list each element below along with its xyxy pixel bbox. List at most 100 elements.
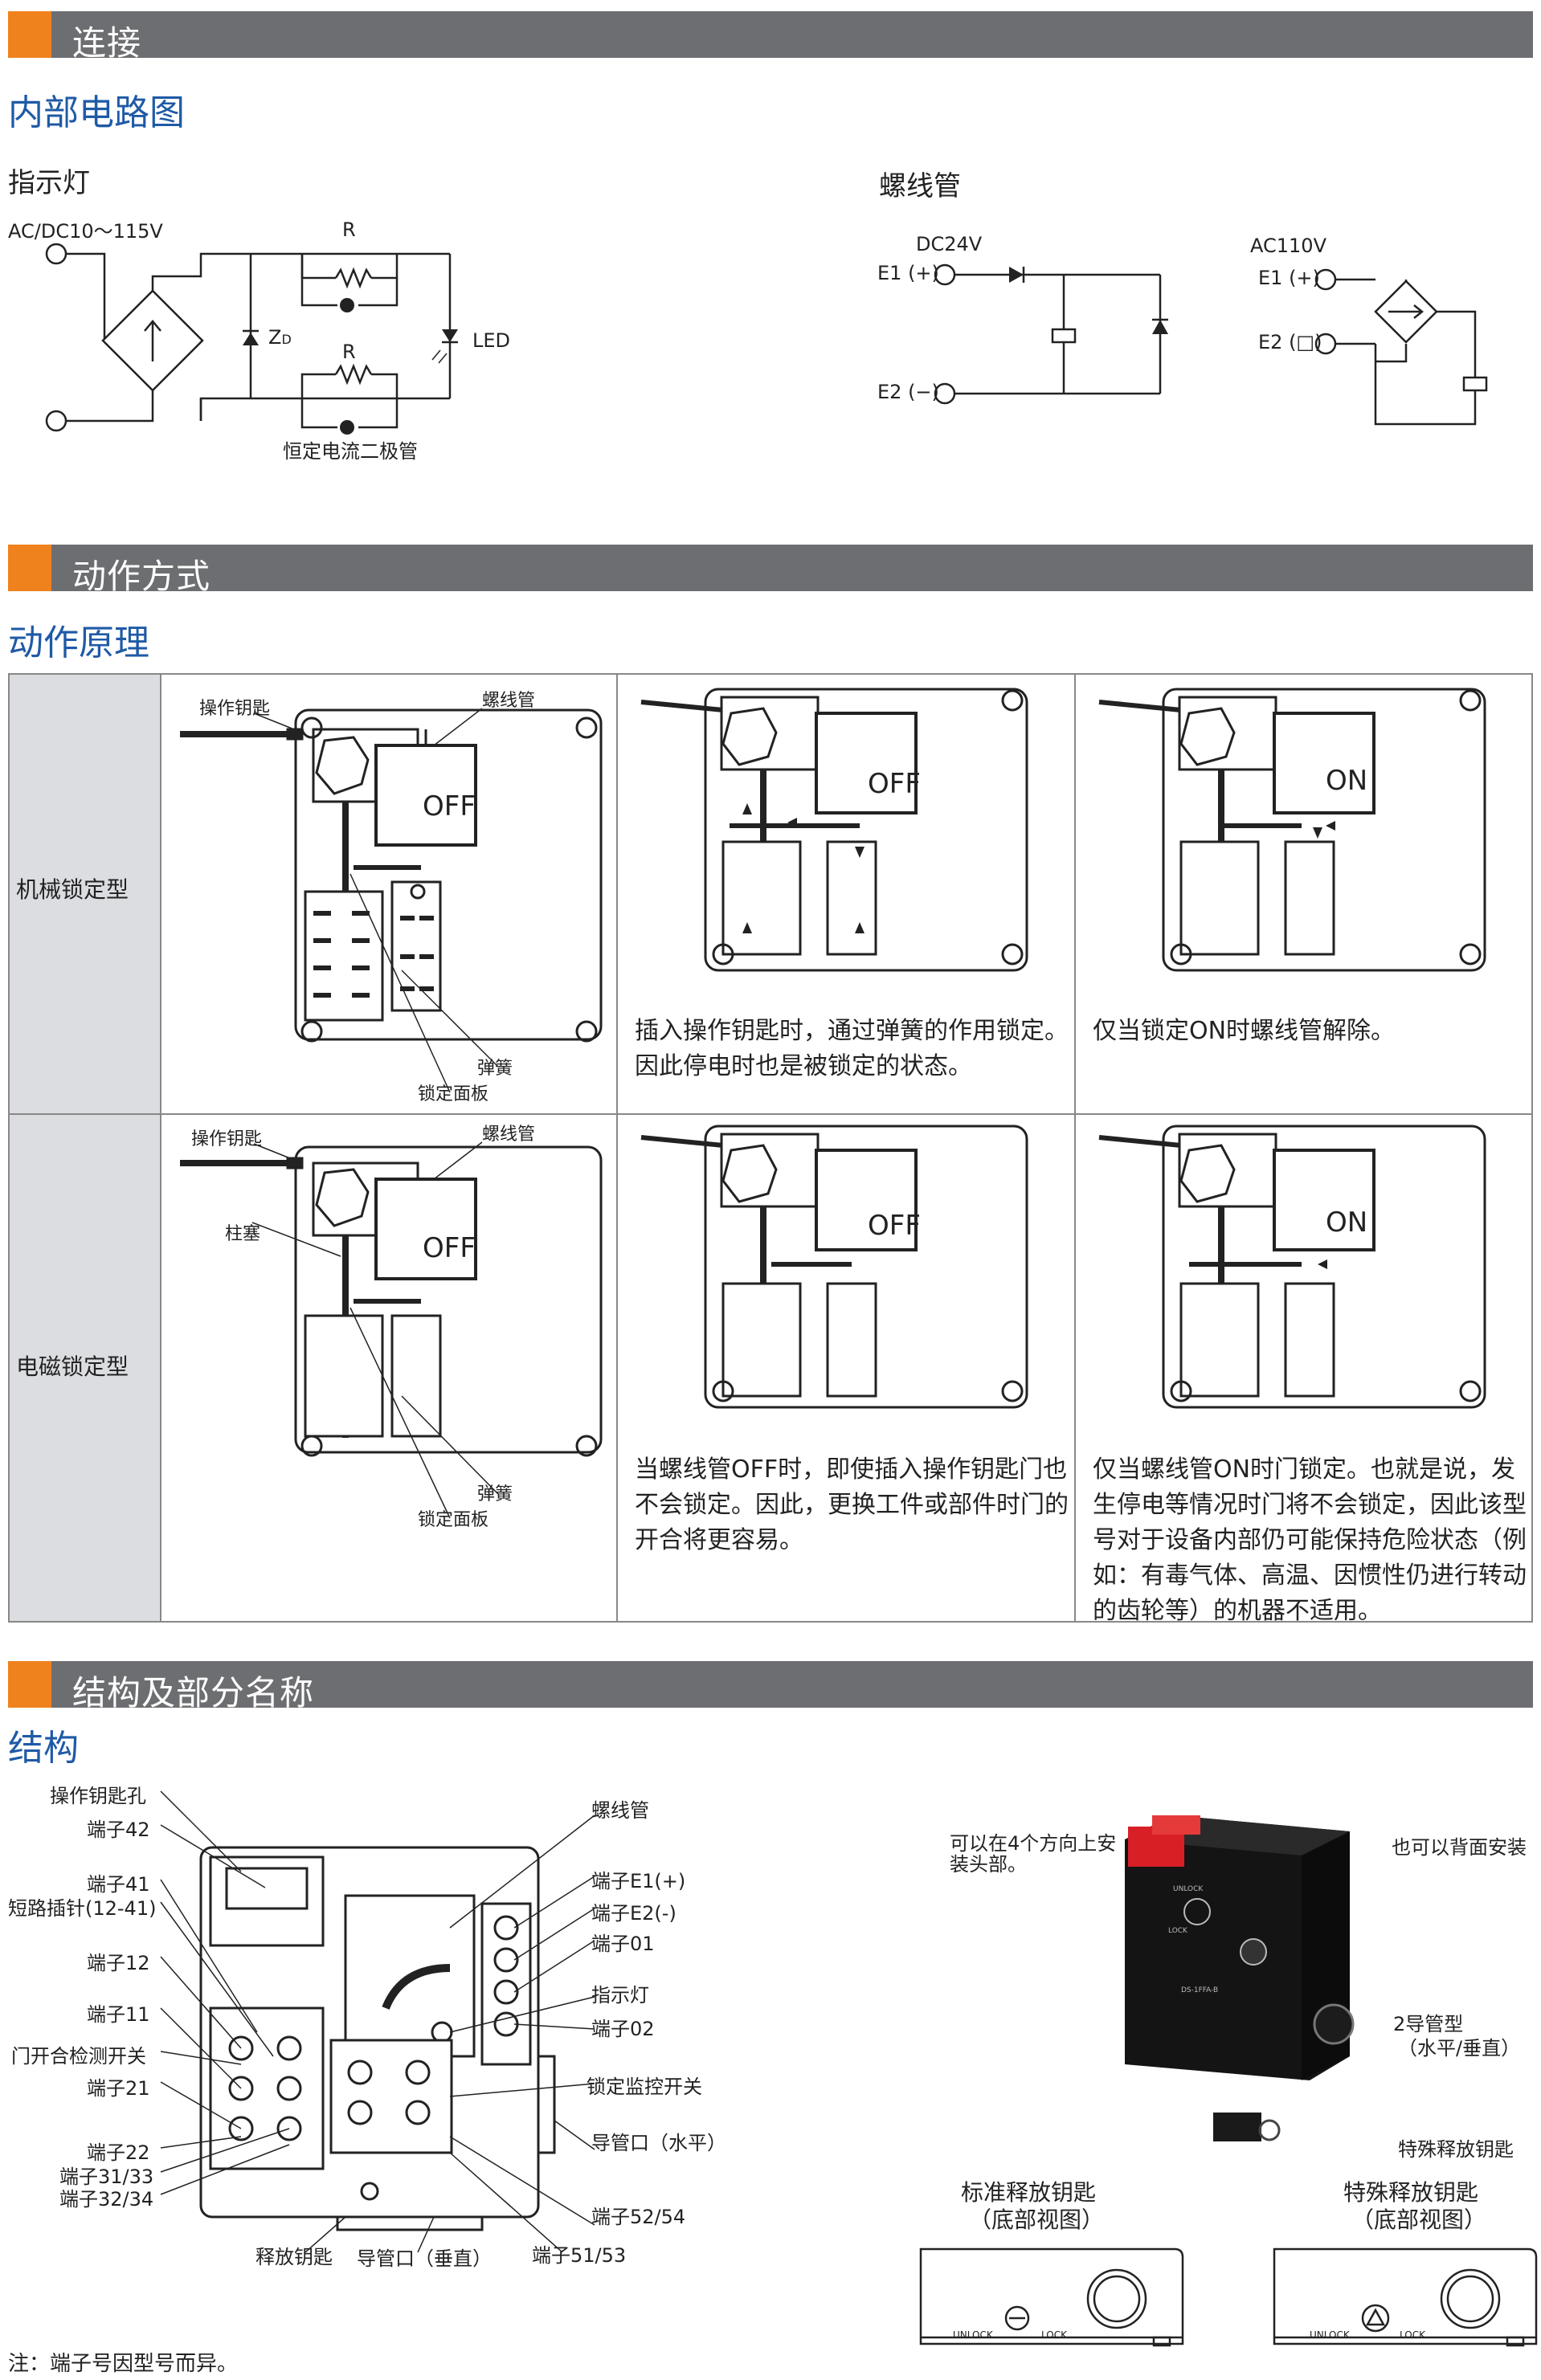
section-title: 结构及部分名称 xyxy=(72,1673,315,1713)
r1-c2-off-label: OFF xyxy=(868,768,921,800)
r2-plunger-label: 柱塞 xyxy=(225,1224,261,1244)
r2-solenoid-label: 螺线管 xyxy=(482,1125,536,1145)
table-grid xyxy=(8,673,1533,1623)
row1-unlocked-diagram xyxy=(180,708,603,1093)
row2-col3-text: 仅当螺线管ON时门锁定。也就是说，发生停电等情况时门将不会锁定，因此该型号对于设… xyxy=(1093,1455,1527,1625)
led-label: LED xyxy=(472,329,511,352)
r2-c3-on-label: ON xyxy=(1326,1206,1368,1239)
r1-key-label: 操作钥匙 xyxy=(199,699,271,719)
row1-locked-on-diagram xyxy=(1098,688,1486,972)
photo-lock-text: LOCK xyxy=(1168,1927,1188,1935)
row2-header-label: 电磁锁定型 xyxy=(16,1353,129,1380)
section-accent xyxy=(8,1661,51,1708)
indicator-title: 指示灯 xyxy=(8,167,90,199)
resistor-r1-label: R xyxy=(342,218,356,241)
zener-label-main: Z xyxy=(268,326,282,349)
std-lock-text: LOCK xyxy=(1041,2329,1067,2341)
struct-label-t52-54: 端子52/54 xyxy=(591,2206,686,2228)
photo-model-text: DS-1FFA-B xyxy=(1181,1986,1218,1994)
photo-special-key: 特殊释放钥匙 xyxy=(1398,2138,1514,2161)
struct-label-t31-33: 端子31/33 xyxy=(59,2166,154,2188)
std-unlock-text: UNLOCK xyxy=(953,2329,993,2341)
ac-e1-label: E1 (+) xyxy=(1258,267,1320,289)
struct-label-lock-monitor: 锁定监控开关 xyxy=(587,2076,702,2098)
std-key-sub: （底部视图） xyxy=(969,2207,1105,2233)
row-header-mechanical xyxy=(8,673,161,1113)
ac-e2-label: E2 (□) xyxy=(1258,331,1322,353)
struct-label-t02: 端子02 xyxy=(591,2018,655,2040)
r2-spring-label: 弹簧 xyxy=(477,1484,513,1504)
section-bar-connect: 连接 xyxy=(8,11,1533,63)
photo-conduit2: 2导管型 xyxy=(1393,2013,1464,2035)
photo-conduit2b: （水平/垂直） xyxy=(1398,2037,1521,2060)
struct-label-t32-34: 端子32/34 xyxy=(59,2188,154,2211)
r2-c2-off-label: OFF xyxy=(868,1210,921,1242)
photo-note-back: 也可以背面安装 xyxy=(1392,1836,1527,1859)
solenoid-title: 螺线管 xyxy=(879,170,961,202)
section-title: 连接 xyxy=(72,23,142,63)
solenoid-ac-circuit-diagram xyxy=(1314,268,1488,426)
e1-plus-label: E1 (+) xyxy=(877,262,939,284)
row-header-electromagnetic xyxy=(8,1115,161,1623)
bottom-views xyxy=(919,2247,1538,2347)
struct-label-key-hole: 操作钥匙孔 xyxy=(50,1785,146,1807)
struct-label-t21: 端子21 xyxy=(87,2077,150,2100)
struct-label-door-switch: 门开合检测开关 xyxy=(11,2045,146,2068)
r2-key-label: 操作钥匙 xyxy=(191,1129,263,1149)
indicator-circuit-diagram xyxy=(45,243,458,435)
std-key-title: 标准释放钥匙 xyxy=(961,2179,1097,2206)
photo-unlock-text: UNLOCK xyxy=(1173,1885,1204,1893)
struct-label-conduit-h: 导管口（水平） xyxy=(591,2132,726,2154)
r2-lockplate-label: 锁定面板 xyxy=(418,1510,489,1530)
spc-key-title: 特殊释放钥匙 xyxy=(1343,2179,1479,2206)
ac110-label: AC110V xyxy=(1250,235,1326,257)
section-bar-structure: 结构及部分名称 xyxy=(8,1661,1533,1713)
struct-label-release-key: 释放钥匙 xyxy=(255,2246,333,2268)
r1-c3-on-label: ON xyxy=(1326,765,1368,797)
section-title: 动作方式 xyxy=(72,557,211,596)
struct-label-conduit-v: 导管口（垂直） xyxy=(357,2247,492,2270)
zener-label: ZD xyxy=(268,326,292,349)
row2-unlocked-diagram xyxy=(180,1141,603,1519)
resistor-r2-label: R xyxy=(342,341,356,363)
spc-lock-text: LOCK xyxy=(1400,2329,1425,2341)
struct-label-t11: 端子11 xyxy=(87,2003,150,2026)
struct-label-t51-53: 端子51/53 xyxy=(532,2244,627,2267)
footnote: 注：端子号因型号而异。 xyxy=(8,2352,239,2376)
section-accent xyxy=(8,11,51,58)
r1-spring-label: 弹簧 xyxy=(477,1059,513,1079)
section-accent xyxy=(8,545,51,591)
row1-col3-text: 仅当锁定ON时螺线管解除。 xyxy=(1093,1017,1396,1045)
row1-inserted-diagram xyxy=(640,688,1028,972)
struct-label-indicator: 指示灯 xyxy=(591,1984,649,2006)
solenoid-dc-circuit-diagram xyxy=(934,263,1168,405)
struct-label-t01: 端子01 xyxy=(591,1933,655,1955)
structure-diagram xyxy=(160,1790,595,2253)
row2-col2-text: 当螺线管OFF时，即使插入操作钥匙门也不会锁定。因此，更换工件或部件时门的开合将… xyxy=(635,1455,1069,1554)
principle-table: 机械锁定型 电磁锁定型 xyxy=(8,673,1533,1625)
row2-locked-on-diagram xyxy=(1098,1125,1486,1409)
r1-lockplate-label: 锁定面板 xyxy=(418,1084,489,1104)
e2-minus-label: E2 (−) xyxy=(877,381,939,403)
dc24-label: DC24V xyxy=(916,233,983,255)
subtitle-circuit: 内部电路图 xyxy=(8,92,185,133)
struct-label-short-pin: 短路插针(12-41) xyxy=(8,1897,157,1920)
r2-off-label: OFF xyxy=(423,1232,476,1264)
section-bar-action: 动作方式 xyxy=(8,545,1533,596)
struct-label-e1: 端子E1(+) xyxy=(591,1870,686,1892)
photo-note-4dir: 可以在4个方向上安装头部。 xyxy=(950,1832,1117,1876)
subtitle-structure: 结构 xyxy=(8,1728,79,1769)
struct-label-solenoid: 螺线管 xyxy=(591,1799,649,1822)
r1-solenoid-label: 螺线管 xyxy=(482,691,536,711)
product-photo: UNLOCK LOCK DS-1FFA-B xyxy=(1125,1815,1355,2141)
row1-col2-text: 插入操作钥匙时，通过弹簧的作用锁定。因此停电时也是被锁定的状态。 xyxy=(635,1017,1069,1080)
struct-label-t41: 端子41 xyxy=(87,1873,150,1896)
struct-label-e2: 端子E2(-) xyxy=(591,1902,676,1925)
row1-header-label: 机械锁定型 xyxy=(16,876,129,903)
ac-dc-range-label: AC/DC10～115V xyxy=(8,220,163,243)
struct-label-t22: 端子22 xyxy=(87,2141,150,2164)
zener-label-sub: D xyxy=(281,332,292,347)
subtitle-principle: 动作原理 xyxy=(8,623,149,663)
row2-inserted-diagram xyxy=(640,1125,1028,1409)
spc-unlock-text: UNLOCK xyxy=(1310,2329,1350,2341)
